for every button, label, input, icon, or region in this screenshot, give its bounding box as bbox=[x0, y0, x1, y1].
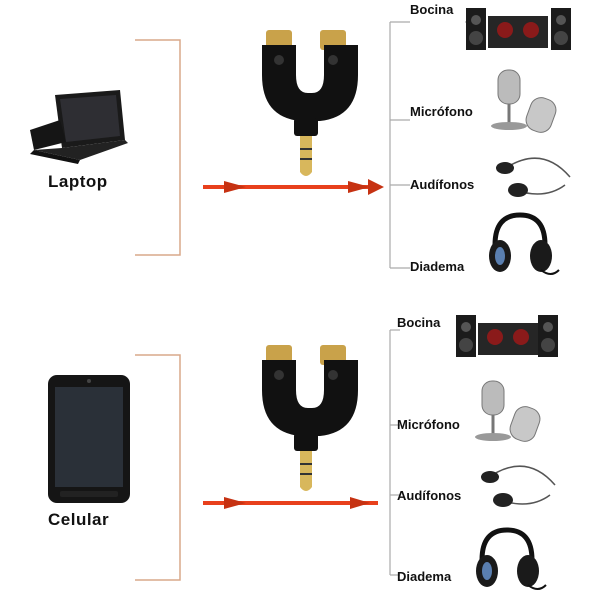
right-branches bbox=[389, 21, 480, 269]
y-adapter-icon bbox=[262, 345, 358, 491]
earphones-icon bbox=[481, 465, 556, 507]
signal-arrow bbox=[203, 179, 384, 195]
item-label-earphones: Audífonos bbox=[397, 488, 462, 503]
headset-icon bbox=[489, 212, 560, 275]
speaker-icon bbox=[466, 8, 571, 50]
speaker-icon bbox=[456, 315, 558, 357]
item-label-microphone: Micrófono bbox=[410, 104, 473, 119]
item-label-microphone: Micrófono bbox=[397, 417, 460, 432]
earphones-icon bbox=[496, 157, 571, 197]
right-branches bbox=[389, 329, 400, 576]
y-adapter-icon bbox=[262, 30, 358, 176]
panel-phone: Celular Bocina Micrófono Audífonos Diade… bbox=[0, 305, 600, 605]
item-label-speaker: Bocina bbox=[410, 2, 454, 17]
signal-arrow bbox=[203, 497, 378, 509]
panel-laptop: Laptop Bocina Micrófono Audífonos Diadem… bbox=[0, 0, 600, 300]
left-bracket bbox=[135, 39, 181, 256]
panel-phone-graphics bbox=[48, 315, 558, 590]
device-label-phone: Celular bbox=[48, 510, 110, 529]
microphone-icon bbox=[491, 69, 557, 133]
headset-icon bbox=[476, 527, 547, 590]
item-label-earphones: Audífonos bbox=[410, 177, 475, 192]
panel-laptop-graphics bbox=[30, 8, 571, 275]
phone-icon bbox=[48, 375, 130, 503]
item-label-headset: Diadema bbox=[410, 259, 465, 274]
left-bracket bbox=[135, 354, 181, 581]
item-label-headset: Diadema bbox=[397, 569, 452, 584]
laptop-icon bbox=[30, 90, 128, 164]
microphone-icon bbox=[475, 380, 541, 442]
item-label-speaker: Bocina bbox=[397, 315, 441, 330]
device-label-laptop: Laptop bbox=[48, 172, 108, 191]
